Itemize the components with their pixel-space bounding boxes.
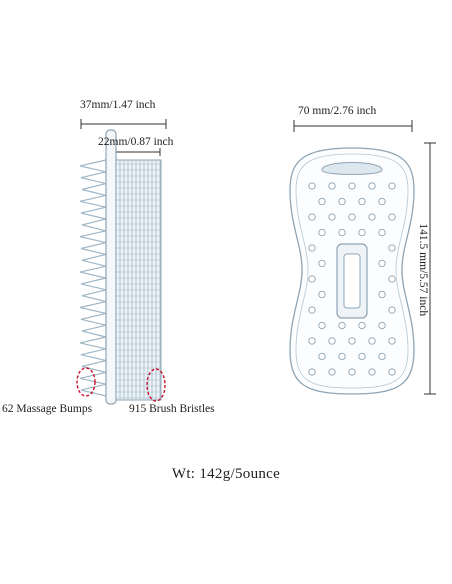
front-width-label: 70 mm/2.76 inch <box>298 105 377 117</box>
side-view <box>76 119 167 405</box>
weight-label: Wt: 142g/5ounce <box>171 466 281 482</box>
massage-bumps-front <box>308 182 396 376</box>
front-view <box>289 120 436 395</box>
bristle-block <box>115 159 162 401</box>
side-width-label: 37mm/1.47 inch <box>80 99 156 111</box>
brush-plate <box>105 129 117 405</box>
bristle-highlight <box>146 368 166 402</box>
hang-slot <box>321 162 383 175</box>
massage-bumps-side <box>79 159 107 397</box>
bristle-depth-label: 22mm/0.87 inch <box>98 136 174 148</box>
massage-bumps-label: 62 Massage Bumps <box>2 403 93 415</box>
massage-bump-highlight <box>76 367 96 397</box>
front-height-label: 141.5 mm/5.57 inch <box>417 223 430 317</box>
brush-bristles-label: 915 Brush Bristles <box>129 403 215 415</box>
